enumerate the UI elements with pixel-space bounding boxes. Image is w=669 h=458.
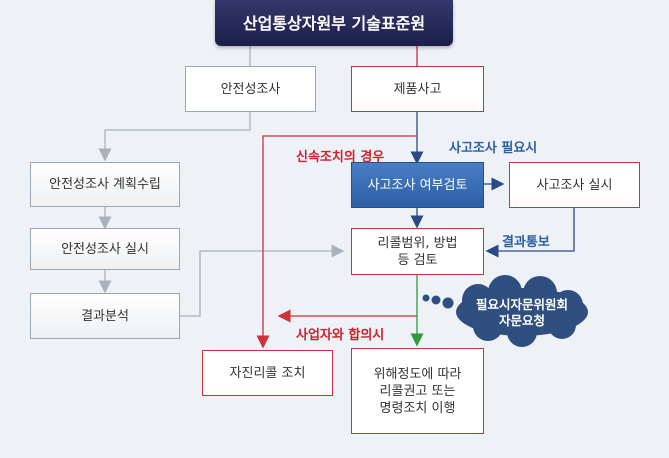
advisory-cloud-icon <box>422 275 588 347</box>
node-accident-investigation: 사고조사 실시 <box>509 162 640 208</box>
node-accident-review: 사고조사 여부검토 <box>351 162 484 208</box>
node-recall-review: 리콜범위, 방법 등 검토 <box>351 228 484 275</box>
label-urgent-action: 신속조치의 경우 <box>296 150 385 165</box>
advisory-cloud-text: 필요시자문위원회 자문요청 <box>475 297 568 328</box>
label-investigation-needed: 사고조사 필요시 <box>449 141 538 156</box>
node-safety-plan: 안전성조사 계획수립 <box>30 162 180 207</box>
label-business-agreement: 사업자와 합의시 <box>296 328 385 343</box>
line-analysis-to-recall-review <box>180 244 345 317</box>
node-recall-order: 위해정도에 따라 리콜권고 또는 명령조치 이행 <box>351 348 484 434</box>
line-urgent-action <box>256 135 417 349</box>
node-safety-survey: 안전성조사 <box>185 66 316 112</box>
line-investigation-result-notice <box>485 208 575 258</box>
node-safety-execute: 안전성조사 실시 <box>30 228 180 270</box>
line-safety-survey-to-plan <box>98 112 251 162</box>
node-result-analysis: 결과분석 <box>30 293 180 339</box>
node-product-accident: 제품사고 <box>351 66 484 112</box>
node-voluntary-recall: 자진리콜 조치 <box>202 350 333 396</box>
label-result-notice: 결과통보 <box>502 235 550 250</box>
header-title: 산업통상자원부 기술표준원 <box>215 0 453 46</box>
